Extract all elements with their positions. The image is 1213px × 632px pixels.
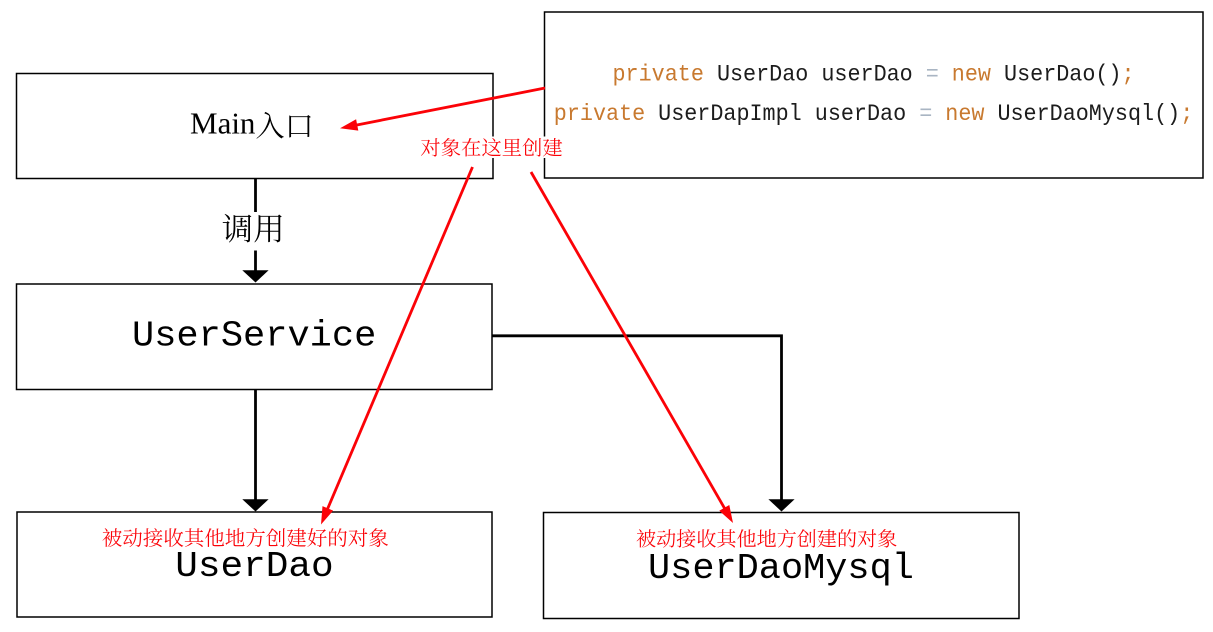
svg-text:UserDaoMysql(): UserDaoMysql() bbox=[984, 101, 1180, 127]
svg-text:;: ; bbox=[1122, 62, 1135, 88]
svg-text:UserDapImpl userDao: UserDapImpl userDao bbox=[645, 101, 919, 127]
svg-text:private: private bbox=[554, 101, 645, 127]
svg-text:Main: Main bbox=[190, 106, 256, 141]
svg-text:=: = bbox=[919, 101, 932, 127]
svg-text:new: new bbox=[945, 101, 984, 127]
svg-text:UserService: UserService bbox=[132, 316, 376, 357]
svg-text:UserDao: UserDao bbox=[175, 546, 333, 587]
svg-text:;: ; bbox=[1180, 101, 1193, 127]
svg-text:UserDao userDao: UserDao userDao bbox=[704, 62, 926, 88]
svg-text:new: new bbox=[952, 62, 991, 88]
svg-text:UserDaoMysql: UserDaoMysql bbox=[648, 548, 914, 589]
svg-text:private: private bbox=[613, 62, 704, 88]
svg-text:UserDao(): UserDao() bbox=[991, 62, 1122, 88]
svg-text:=: = bbox=[926, 62, 939, 88]
